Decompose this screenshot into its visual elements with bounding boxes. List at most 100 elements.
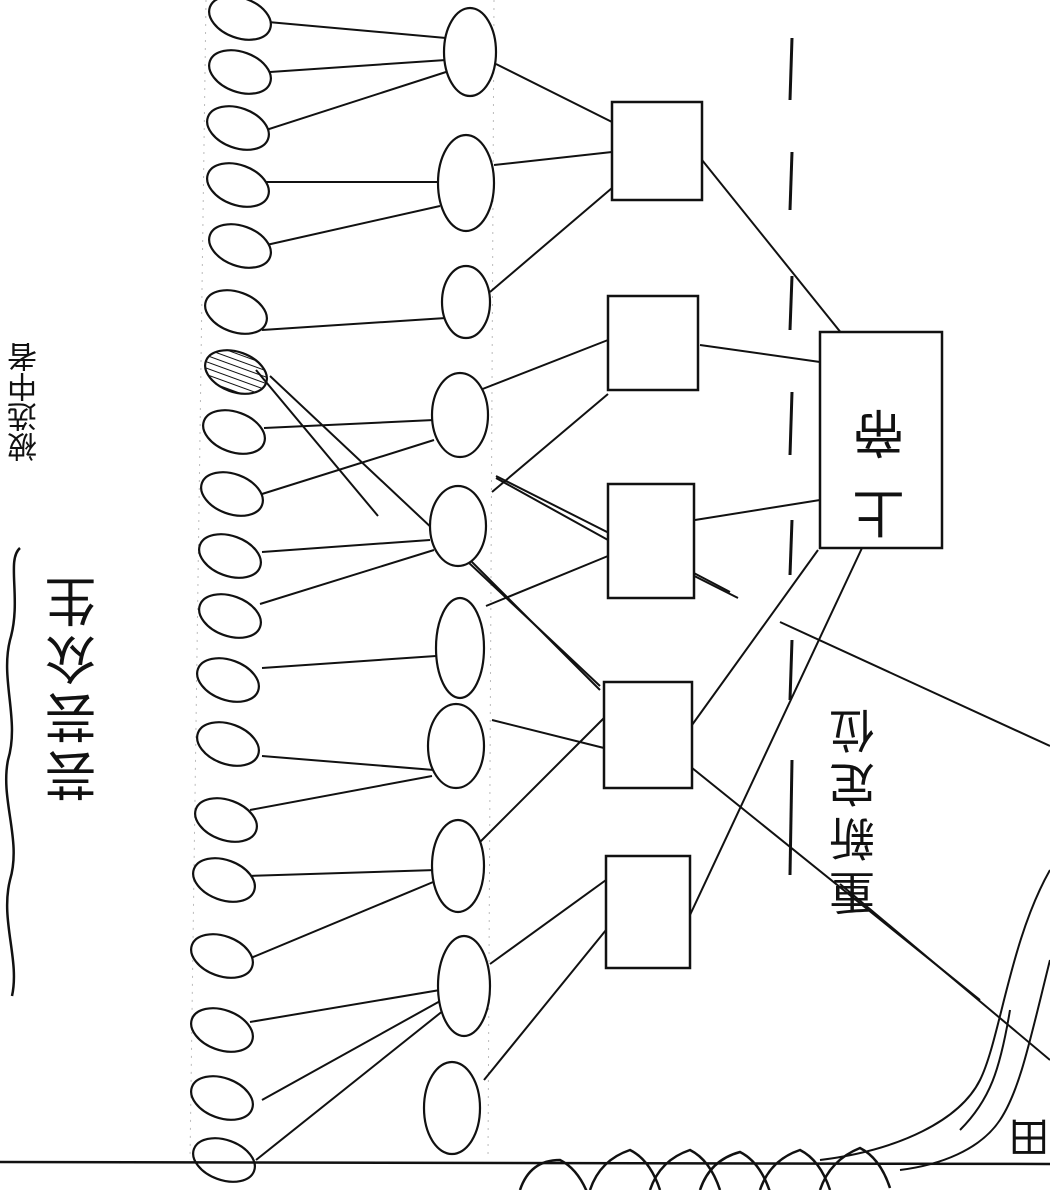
dash-segment-7 (788, 759, 794, 876)
dashed-divider (788, 37, 794, 876)
leaf-node-19 (192, 1137, 256, 1183)
ground-line (0, 547, 1050, 1190)
god-label: 上帝 (854, 380, 914, 540)
leaf-node-13 (196, 721, 260, 767)
mid-leaf-link-11 (261, 655, 437, 669)
mid-leaf-link-15 (245, 879, 439, 961)
mid-leaf-link-8 (261, 439, 435, 495)
ground-baseline (0, 1160, 1050, 1166)
mid-leaf-link-13 (249, 775, 433, 811)
mid-leaf-link-1 (267, 21, 447, 39)
bottom-leaf-nodes (190, 0, 272, 1183)
leaf-node-5 (208, 223, 272, 269)
root-stroke-2 (588, 1148, 662, 1190)
oval-node-10 (422, 1060, 482, 1156)
leaf-node-18 (190, 1075, 254, 1121)
leaf-node-14 (194, 797, 258, 843)
selected-label: 被选中者 (8, 342, 43, 462)
tree-bark-line (959, 1009, 1011, 1131)
box-mid-link-4 (479, 339, 609, 391)
mid-leaf-link-10 (259, 549, 435, 605)
leaf-node-9 (200, 471, 264, 517)
root-stroke-5 (758, 1148, 832, 1190)
mid-leaf-link-12 (261, 755, 435, 771)
mid-leaf-link-17 (261, 999, 443, 1101)
leaf-node-8 (202, 409, 266, 455)
oval-node-9 (436, 934, 492, 1038)
god-link-5 (689, 547, 863, 916)
mid-leaf-link-18 (255, 1009, 445, 1161)
god-link-4 (691, 549, 819, 726)
leaf-node-3 (206, 105, 270, 151)
mid-leaf-link-3 (265, 71, 447, 131)
leaf-node-4 (206, 162, 270, 208)
box-mid-link-7 (485, 555, 609, 607)
relocate-line-8 (839, 883, 1050, 1061)
mortals-bracket (4, 547, 21, 997)
leaf-node-2 (208, 49, 272, 95)
dash-segment-6 (788, 639, 794, 701)
leaf-node-16 (190, 933, 254, 979)
root-stroke-1 (518, 1158, 588, 1190)
oval-node-8 (430, 818, 486, 914)
oval-node-3 (440, 264, 492, 340)
dash-segment-3 (788, 275, 794, 331)
leaf-node-10 (198, 533, 262, 579)
god-box (818, 330, 944, 550)
relocate-line-6 (779, 621, 1050, 747)
leaf-node-12 (196, 657, 260, 703)
oval-node-6 (434, 596, 486, 700)
oval-node-2 (436, 133, 496, 233)
dash-segment-4 (788, 391, 794, 456)
box-mid-link-10 (489, 879, 607, 965)
mid-leaf-link-16 (249, 989, 441, 1023)
mid-leaf-link-2 (269, 59, 447, 73)
root-stroke-6 (818, 1146, 892, 1190)
mid-leaf-link-7 (263, 419, 435, 429)
god-link-3 (694, 499, 821, 521)
mid-leaf-link-14 (247, 869, 437, 877)
leaf-node-6 (204, 289, 268, 335)
leaf-node-15 (192, 857, 256, 903)
oval-node-7 (426, 702, 486, 790)
guide-left (189, 0, 207, 1161)
leaf-node-1 (208, 0, 272, 41)
dash-segment-1 (788, 37, 794, 101)
oval-node-5 (428, 484, 488, 568)
box-mid-link-9 (491, 719, 605, 749)
field-label: 田 (1010, 1118, 1050, 1158)
god-link-1 (701, 159, 843, 335)
box-mid-link-8 (473, 717, 605, 849)
relocate-line-2 (255, 369, 379, 517)
leaf-node-11 (198, 593, 262, 639)
god-link-2 (699, 344, 821, 363)
dash-segment-5 (788, 519, 794, 576)
box-mid-link-6 (495, 477, 609, 541)
tree-trunk-left (819, 869, 1050, 1161)
box-node-2 (606, 294, 700, 392)
mid-leaf-link-9 (261, 539, 431, 553)
box-nodes (602, 100, 944, 970)
mid-leaf-link-5 (261, 205, 441, 247)
box-mid-link-2 (493, 151, 613, 166)
box-mid-link-11 (483, 929, 607, 1081)
leaf-node-17 (190, 1007, 254, 1053)
tree-drawing (819, 869, 1050, 1171)
box-mid-link-1 (495, 63, 613, 123)
box-node-1 (610, 100, 704, 202)
box-mid-link-5 (491, 393, 609, 493)
oval-node-4 (430, 371, 490, 459)
box-node-5 (604, 854, 692, 970)
middle-oval-nodes (422, 6, 498, 1156)
selected-leaf-node (204, 349, 268, 395)
mortals-label: 芸芸众生 (46, 570, 106, 802)
tree-trunk-right (899, 959, 1050, 1171)
box-mid-link-3 (489, 187, 613, 293)
root-stroke-4 (698, 1150, 771, 1190)
dash-segment-2 (788, 151, 794, 211)
box-node-4 (602, 680, 694, 790)
relocate-label: 重新定位 (828, 700, 882, 916)
oval-node-1 (442, 6, 498, 98)
root-stroke-3 (648, 1148, 722, 1190)
